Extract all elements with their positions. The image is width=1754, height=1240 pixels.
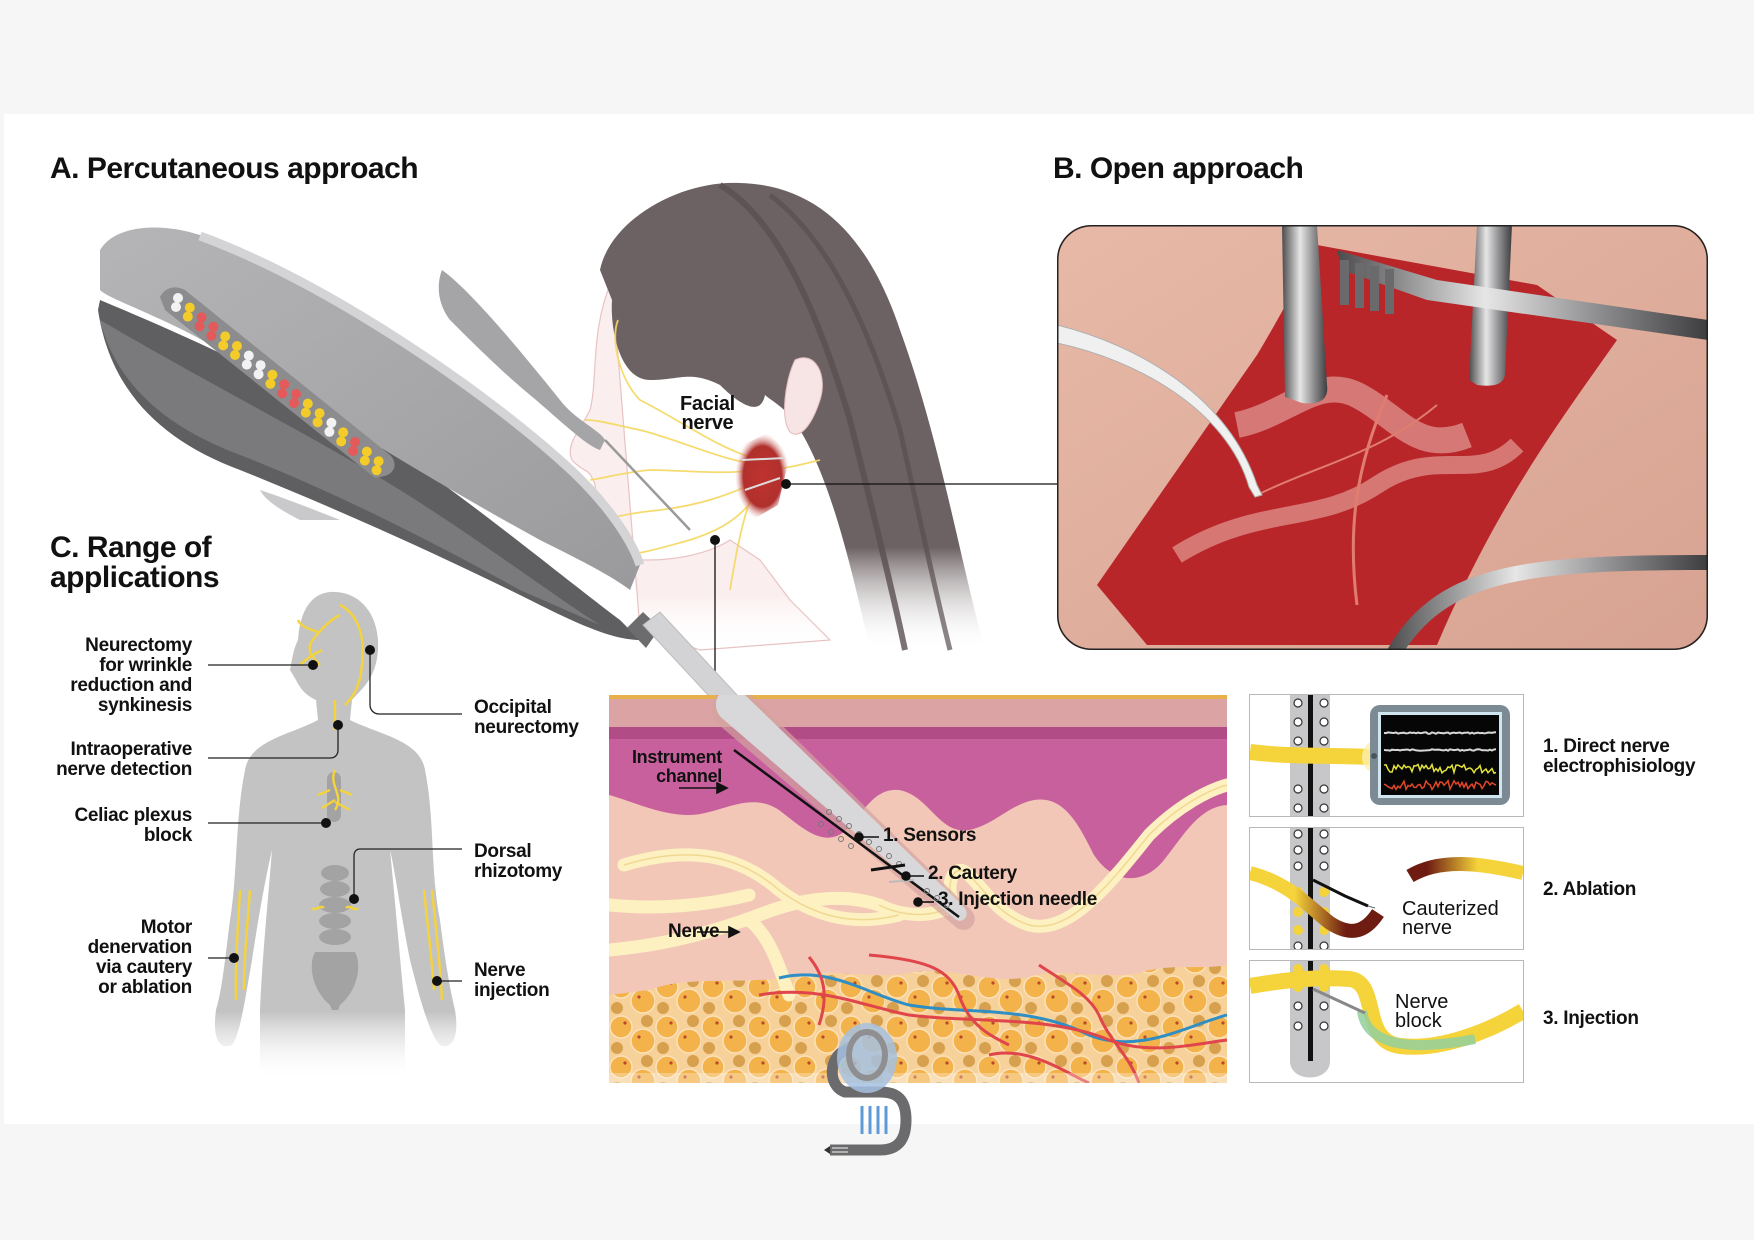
led-yellow (230, 350, 240, 360)
led-red (196, 312, 207, 323)
label-injection-needle: 3. Injection needle (938, 889, 1098, 910)
cautery-tip (870, 863, 906, 872)
led-yellow (359, 455, 370, 466)
led-yellow (182, 311, 193, 322)
label-cautery: 2. Cautery (928, 863, 1017, 884)
stratum-corneum (609, 695, 1227, 699)
section-c-title-line1: C. Range of (50, 531, 212, 564)
led-white (253, 369, 264, 380)
nerve-hook (1057, 324, 1263, 498)
skin-cross-section (609, 695, 1227, 1083)
label-mode-3: 3. Injection (1543, 1008, 1639, 1029)
led-yellow (220, 331, 231, 342)
open-approach-illustration (1057, 225, 1708, 650)
retractor-rake (1337, 250, 1708, 340)
led-yellow (338, 427, 349, 438)
label-mode-2: 2. Ablation (1543, 879, 1637, 900)
led-white (324, 426, 335, 437)
label-nerve: Nerve (668, 921, 720, 942)
led-white (243, 350, 254, 361)
led-white (241, 359, 252, 370)
epidermis-top (609, 699, 1227, 727)
led-red (350, 437, 360, 447)
led-yellow (361, 446, 372, 457)
section-a-title: A. Percutaneous approach (50, 152, 419, 185)
led-red (279, 379, 290, 390)
epidermis-pink (609, 727, 1227, 879)
callout-lines (208, 650, 462, 982)
led-yellow (184, 302, 195, 313)
led-red (206, 330, 217, 341)
callout-dot (781, 479, 791, 489)
led-yellow (373, 456, 384, 467)
coiled-catheter-icon (824, 1023, 912, 1156)
led-yellow (336, 436, 347, 447)
facial-nerve-branches (584, 319, 821, 591)
panel-electrophysiology (1249, 694, 1524, 817)
led-panel (160, 287, 395, 478)
ear (784, 357, 823, 435)
led-yellow (312, 417, 323, 428)
section-b-title: B. Open approach (1053, 152, 1304, 185)
led-array (171, 293, 384, 476)
body-nerves (234, 603, 444, 1001)
led-red (348, 446, 358, 456)
led-red (208, 321, 219, 332)
probe-tip (711, 695, 975, 930)
led-white (255, 360, 266, 371)
led-yellow (300, 407, 311, 418)
led-red (291, 389, 301, 399)
facial-nerve-label: Facial nerve (680, 393, 735, 434)
spine (311, 772, 359, 1010)
led-red (277, 388, 288, 399)
led-yellow (218, 340, 229, 351)
percutaneous-probe (438, 270, 605, 450)
injection-needle-tip (888, 879, 915, 883)
led-red (194, 321, 205, 332)
device-body (100, 227, 640, 590)
retractor-left (1282, 225, 1328, 404)
blood-vessels (758, 953, 1227, 1083)
led-yellow (371, 465, 382, 476)
led-white (173, 293, 183, 303)
retractor-bottom (1387, 555, 1708, 650)
face-silhouette (569, 279, 832, 651)
led-yellow (232, 341, 242, 351)
led-yellow (302, 398, 313, 409)
section-c-title-line2: applications (50, 561, 220, 594)
led-white (171, 302, 181, 312)
led-red (289, 398, 299, 408)
label-sensors: 1. Sensors (883, 825, 977, 846)
led-white (326, 417, 337, 428)
instrument-channel (733, 748, 960, 919)
led-yellow (265, 378, 276, 389)
led-yellow (314, 408, 325, 419)
led-yellow (267, 369, 278, 380)
facial-incision (735, 433, 790, 520)
